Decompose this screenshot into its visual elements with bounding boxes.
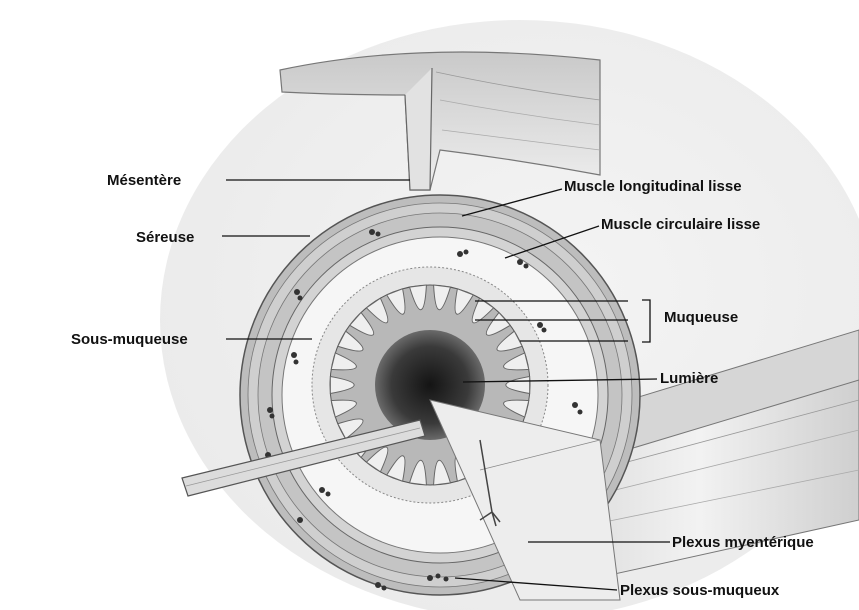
label-muqueuse: Muqueuse xyxy=(664,309,738,326)
label-sereuse: Séreuse xyxy=(136,229,194,246)
label-muscle-circulaire: Muscle circulaire lisse xyxy=(601,216,760,233)
label-lumiere: Lumière xyxy=(660,370,718,387)
label-mesentere: Mésentère xyxy=(107,172,181,189)
label-sous-muqueuse: Sous-muqueuse xyxy=(71,331,188,348)
label-muscle-longitudinal: Muscle longitudinal lisse xyxy=(564,178,742,195)
label-plexus-sous-muqueux: Plexus sous-muqueux xyxy=(620,582,780,599)
label-plexus-myenterique: Plexus myentérique xyxy=(672,534,814,551)
